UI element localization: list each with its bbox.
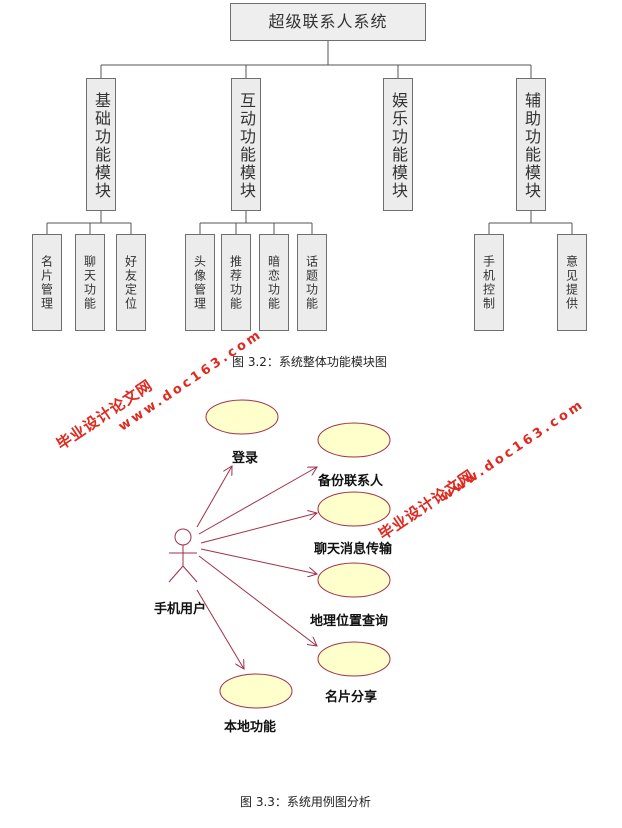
- association-arrow: [200, 513, 317, 544]
- submodule-label: 意见提供: [564, 254, 579, 311]
- use-case-card-share: [317, 641, 391, 677]
- use-case-backup-contacts: [317, 422, 391, 458]
- submodule-feedback: 意见提供: [557, 234, 587, 331]
- use-case-location-query: [317, 562, 391, 598]
- module-label: 娱乐功能模块: [389, 91, 408, 200]
- submodule-card-manage: 名片管理: [32, 234, 62, 331]
- module-auxiliary: 辅助功能模块: [516, 78, 546, 211]
- module-basic: 基础功能模块: [86, 78, 116, 211]
- submodule-label: 聊天功能: [82, 254, 97, 311]
- use-case-label: 聊天消息传输: [314, 542, 393, 557]
- root-node: 超级联系人系统: [230, 3, 426, 41]
- submodule-label: 手机控制: [481, 254, 496, 311]
- actor-icon: [168, 528, 198, 583]
- submodule-crush: 暗恋功能: [259, 234, 289, 331]
- use-case-login: [205, 399, 279, 435]
- use-case-local-function: [219, 673, 293, 709]
- module-label: 辅助功能模块: [522, 91, 541, 200]
- use-case-label: 备份联系人: [318, 474, 384, 489]
- module-entertainment: 娱乐功能模块: [383, 78, 413, 211]
- module-interactive: 互动功能模块: [231, 78, 261, 211]
- association-arrow: [200, 548, 317, 574]
- use-case-chat-transfer: [317, 491, 391, 527]
- submodule-phone-control: 手机控制: [474, 234, 504, 331]
- submodule-label: 名片管理: [39, 254, 54, 311]
- module-label: 基础功能模块: [92, 91, 111, 200]
- use-case-label: 登录: [232, 451, 259, 466]
- figure-caption-modules: 图 3.2：系统整体功能模块图: [232, 355, 387, 369]
- submodule-label: 暗恋功能: [266, 254, 281, 311]
- submodule-avatar-manage: 头像管理: [185, 234, 215, 331]
- submodule-label: 话题功能: [304, 254, 319, 311]
- association-arrow: [196, 466, 232, 528]
- submodule-chat: 聊天功能: [75, 234, 105, 331]
- submodule-recommend: 推荐功能: [221, 234, 251, 331]
- use-case-label: 本地功能: [224, 720, 277, 735]
- submodule-label: 好友定位: [123, 254, 138, 311]
- use-case-label: 地理位置查询: [310, 614, 389, 629]
- use-case-label: 名片分享: [325, 690, 378, 705]
- association-arrow: [196, 589, 244, 669]
- association-arrow: [198, 555, 317, 646]
- submodule-label: 推荐功能: [228, 254, 243, 311]
- association-arrow: [198, 467, 317, 535]
- actor-label: 手机用户: [154, 602, 207, 617]
- submodule-label: 头像管理: [192, 254, 207, 311]
- submodule-topic: 话题功能: [297, 234, 327, 331]
- module-label: 互动功能模块: [237, 91, 256, 200]
- figure-caption-usecase: 图 3.3：系统用例图分析: [240, 795, 371, 809]
- submodule-friend-locate: 好友定位: [116, 234, 146, 331]
